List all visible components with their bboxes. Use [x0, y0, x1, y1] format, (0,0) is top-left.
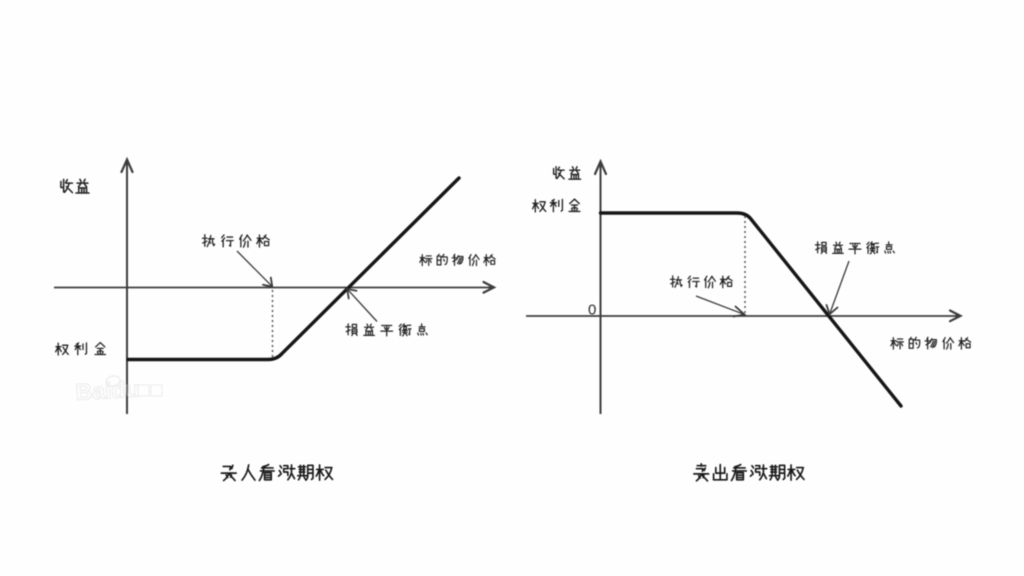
svg-text:Baidu: Baidu [75, 376, 140, 405]
svg-text:0: 0 [588, 302, 596, 319]
